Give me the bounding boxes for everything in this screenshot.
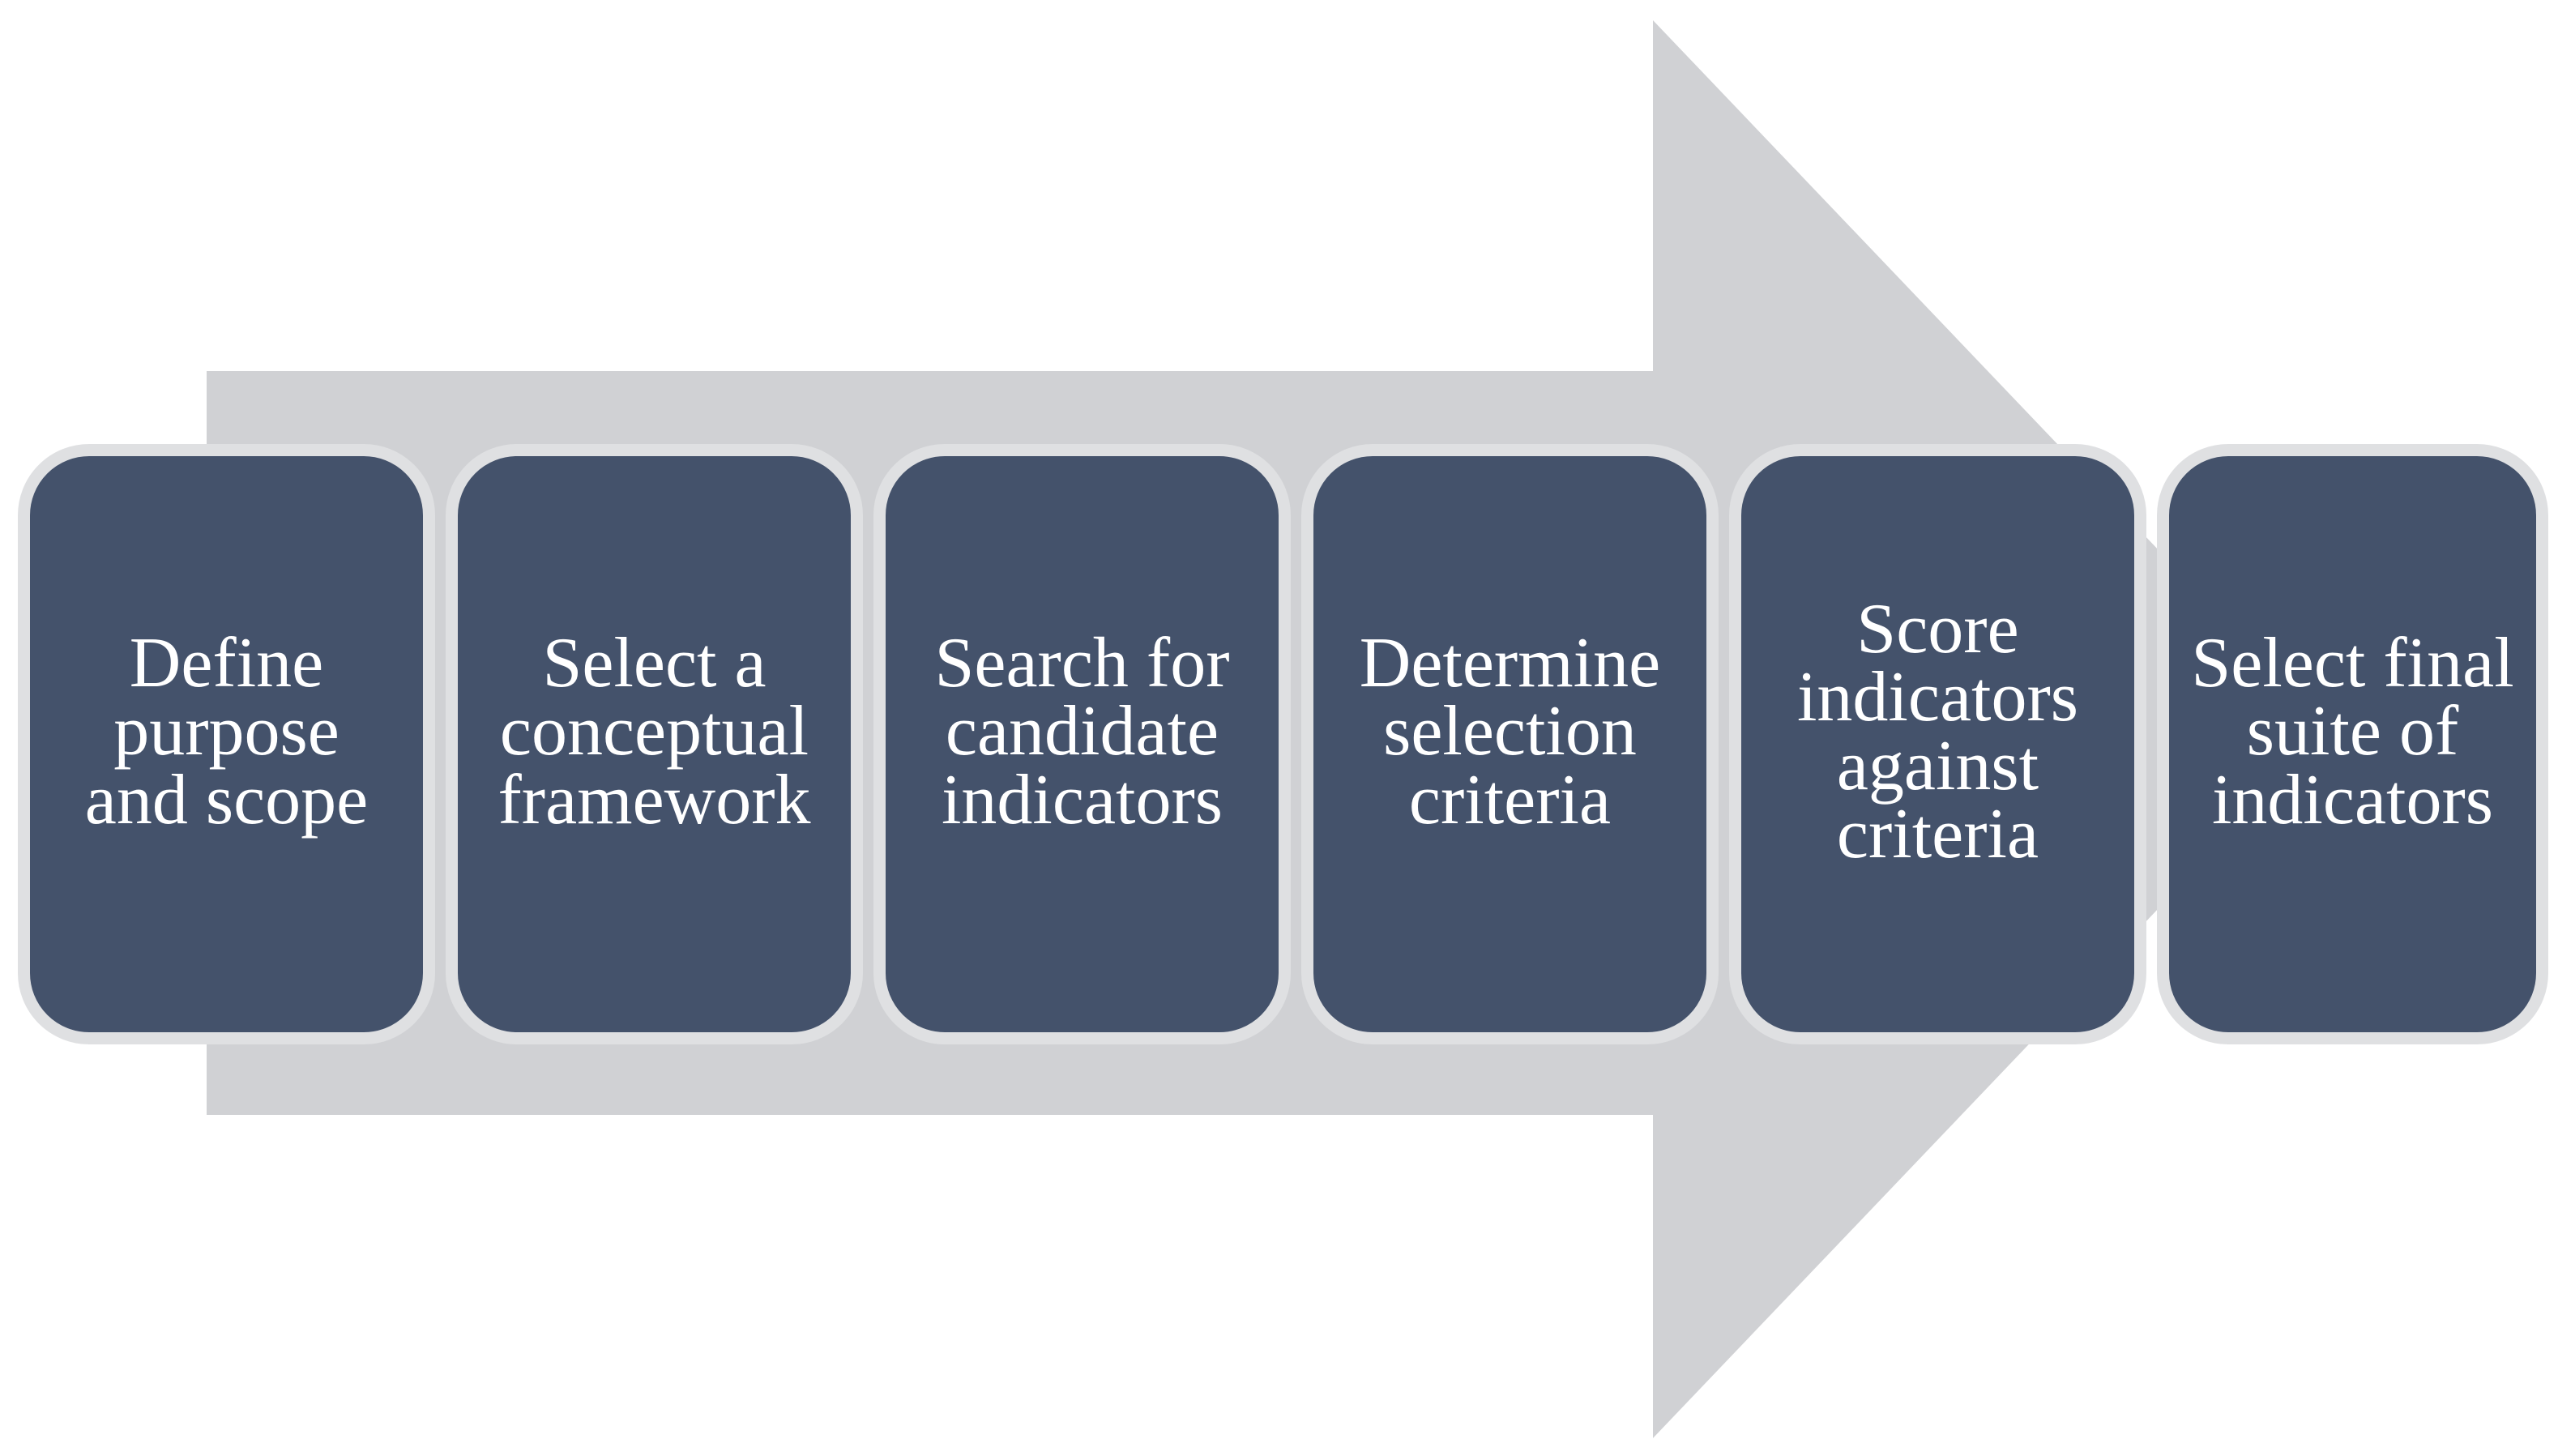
step-label: Score indicators against criteria xyxy=(1796,589,2078,873)
step-label: Select final suite of indicators xyxy=(2191,623,2514,839)
step-box-conceptual-framework: Select a conceptual framework xyxy=(446,444,863,1044)
step-label: Determine selection criteria xyxy=(1359,623,1661,839)
step-label: Define purpose and scope xyxy=(84,623,369,839)
step-box-final-suite: Select final suite of indicators xyxy=(2157,444,2548,1044)
step-box-selection-criteria: Determine selection criteria xyxy=(1301,444,1719,1044)
step-box-search-candidates: Search for candidate indicators xyxy=(873,444,1291,1044)
step-label: Search for candidate indicators xyxy=(934,623,1230,839)
step-box-score-indicators: Score indicators against criteria xyxy=(1729,444,2146,1044)
step-label: Select a conceptual framework xyxy=(498,623,811,839)
step-box-define-purpose: Define purpose and scope xyxy=(18,444,435,1044)
